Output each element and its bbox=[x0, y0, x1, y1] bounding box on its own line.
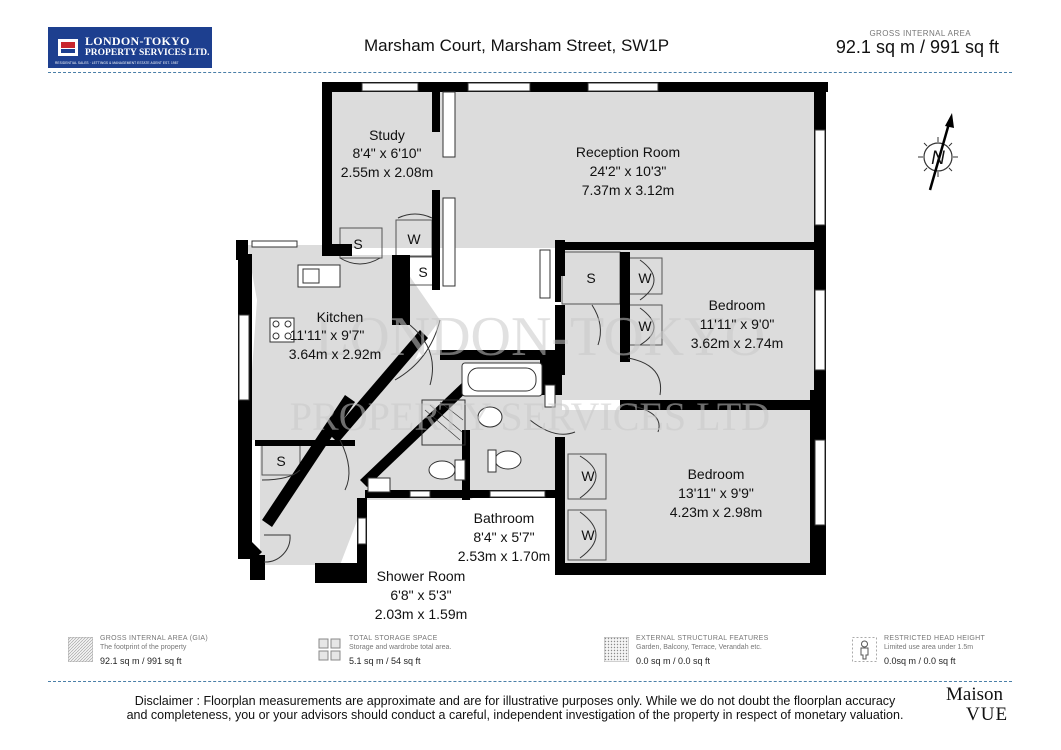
logo-line1: LONDON-TOKYO bbox=[85, 34, 190, 48]
toilet-2 bbox=[494, 450, 522, 470]
legend-title: TOTAL STORAGE SPACE bbox=[349, 635, 438, 642]
windows bbox=[238, 82, 826, 545]
walls bbox=[236, 82, 828, 583]
study-metric: 2.55m x 2.08m bbox=[341, 164, 434, 180]
property-address: Marsham Court, Marsham Street, SW1P bbox=[364, 36, 670, 55]
storage-swatch-icon bbox=[318, 638, 341, 661]
shower-tray bbox=[421, 399, 466, 446]
reception-name: Reception Room bbox=[576, 144, 680, 160]
legend-value: 0.0 sq m / 0.0 sq ft bbox=[636, 656, 711, 666]
legend-desc: Storage and wardrobe total area. bbox=[349, 644, 452, 651]
door-swings bbox=[261, 213, 662, 563]
wardrobe-tag: W bbox=[638, 270, 652, 286]
brand-line2: VUE bbox=[966, 704, 1009, 725]
storage-tag: S bbox=[276, 453, 285, 469]
legend-desc: The footprint of the property bbox=[100, 644, 187, 651]
bathroom-imperial: 8'4" x 5'7" bbox=[473, 529, 534, 545]
legend-title: EXTERNAL STRUCTURAL FEATURES bbox=[636, 635, 769, 642]
compass-label: N bbox=[931, 148, 945, 169]
gia-swatch-icon bbox=[68, 637, 93, 662]
bedroom2-imperial: 13'11" x 9'9" bbox=[678, 485, 754, 501]
disclaimer-line1: Disclaimer : Floorplan measurements are … bbox=[134, 694, 896, 708]
bedroom1-metric: 3.62m x 2.74m bbox=[691, 335, 784, 351]
legend-title: GROSS INTERNAL AREA (GIA) bbox=[100, 635, 208, 642]
entrance-arrow-icon bbox=[238, 540, 262, 564]
study-imperial: 8'4" x 6'10" bbox=[353, 145, 422, 161]
bathroom-name: Bathroom bbox=[474, 510, 535, 526]
study-name: Study bbox=[369, 127, 405, 143]
floor-bedroom2 bbox=[562, 410, 820, 573]
storage-tag: S bbox=[586, 270, 595, 286]
legend-value: 5.1 sq m / 54 sq ft bbox=[349, 656, 421, 666]
wardrobe-tag: W bbox=[407, 231, 421, 247]
shower-metric: 2.03m x 1.59m bbox=[375, 606, 468, 622]
kitchen-imperial: 11'11" x 9'7" bbox=[290, 327, 365, 343]
floor-bedroom1 bbox=[562, 250, 822, 400]
watermark-line1: LONDON-TOKYO bbox=[315, 306, 765, 368]
compass-icon: N bbox=[918, 113, 958, 191]
legend-value: 0.0sq m / 0.0 sq ft bbox=[884, 656, 956, 666]
storage-tag: S bbox=[418, 264, 427, 280]
basin bbox=[477, 406, 503, 428]
watermark-line2: PROPERTY SERVICES LTD bbox=[290, 394, 770, 439]
logo-line2: PROPERTY SERVICES LTD. bbox=[85, 48, 210, 58]
room-labels: Study 8'4" x 6'10" 2.55m x 2.08m Recepti… bbox=[289, 127, 784, 622]
wardrobe-tag: W bbox=[581, 527, 595, 543]
bedroom1-name: Bedroom bbox=[709, 297, 766, 313]
bedroom2-metric: 4.23m x 2.98m bbox=[670, 504, 763, 520]
wardrobe-tag: W bbox=[638, 318, 652, 334]
floor-study bbox=[330, 90, 438, 242]
fixtures bbox=[238, 264, 543, 564]
external-swatch-icon bbox=[604, 637, 629, 662]
header-divider bbox=[48, 72, 1012, 73]
kitchen-name: Kitchen bbox=[317, 309, 364, 325]
bedroom1-imperial: 11'11" x 9'0" bbox=[700, 316, 775, 332]
storage-tags: S W S S W W W W S bbox=[276, 231, 652, 543]
disclaimer-line2: and completeness, you or your advisors s… bbox=[126, 708, 904, 722]
shower-basin bbox=[367, 477, 391, 493]
toilet-1 bbox=[428, 460, 456, 480]
agency-logo: LONDON-TOKYO PROPERTY SERVICES LTD. RESI… bbox=[48, 27, 212, 68]
legend-desc: Garden, Balcony, Terrace, Verandah etc. bbox=[636, 644, 762, 651]
gia-value: 92.1 sq m / 991 sq ft bbox=[835, 37, 999, 57]
shower-name: Shower Room bbox=[377, 568, 466, 584]
bathroom-metric: 2.53m x 1.70m bbox=[458, 548, 551, 564]
kitchen-metric: 3.64m x 2.92m bbox=[289, 346, 382, 362]
brand-line1: Maison bbox=[946, 684, 1003, 705]
reception-metric: 7.37m x 3.12m bbox=[582, 182, 675, 198]
shower-imperial: 6'8" x 5'3" bbox=[390, 587, 451, 603]
logo-line3: RESIDENTIAL SALES · LETTINGS & MANAGEMEN… bbox=[55, 61, 179, 65]
gia-label: GROSS INTERNAL AREA bbox=[869, 29, 971, 38]
bedroom2-name: Bedroom bbox=[688, 466, 745, 482]
wardrobe-tag: W bbox=[581, 468, 595, 484]
storage-tag: S bbox=[353, 236, 362, 252]
legend-value: 92.1 sq m / 991 sq ft bbox=[100, 656, 182, 666]
reception-imperial: 24'2" x 10'3" bbox=[590, 163, 667, 179]
head-height-icon bbox=[852, 637, 877, 662]
disclaimer: Disclaimer : Floorplan measurements are … bbox=[100, 694, 930, 722]
legend-desc: Limited use area under 1.5m bbox=[884, 644, 974, 651]
footer-divider bbox=[48, 681, 1012, 682]
legend-title: RESTRICTED HEAD HEIGHT bbox=[884, 635, 986, 642]
crest-icon bbox=[58, 39, 78, 56]
